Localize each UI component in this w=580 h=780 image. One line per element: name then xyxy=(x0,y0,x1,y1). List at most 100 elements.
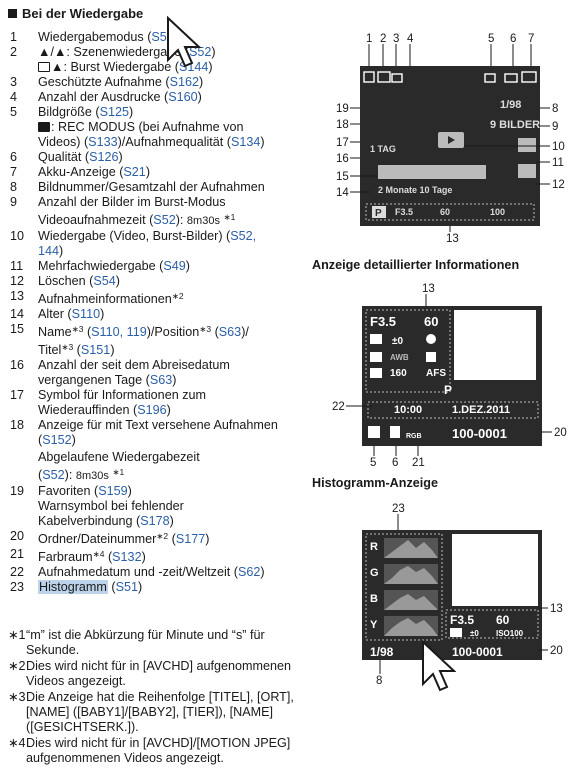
footnote: ∗1“m” ist die Abkürzung für Minute und “… xyxy=(8,628,265,657)
svg-text:160: 160 xyxy=(390,368,407,379)
page-ref-link[interactable]: S196 xyxy=(137,403,167,417)
page-ref-link[interactable]: S125 xyxy=(99,105,130,119)
square-bullet-icon xyxy=(8,9,17,18)
svg-text:13: 13 xyxy=(446,233,459,245)
page-ref-link[interactable]: S134 xyxy=(231,135,261,149)
svg-text:5: 5 xyxy=(370,457,376,469)
page-ref-link[interactable]: S54 xyxy=(93,274,116,288)
histogram-channel-labels: R G B Y xyxy=(370,541,379,631)
selected-text-highlight[interactable]: Histogramm xyxy=(38,580,108,594)
thumbnail-preview xyxy=(454,310,536,380)
page-ref-link[interactable]: S110 xyxy=(71,307,101,321)
page-ref-link[interactable]: S62 xyxy=(237,565,261,579)
list-item: 10 Wiedergabe (Video, Burst-Bilder) (S52… xyxy=(10,229,257,258)
svg-text:23: 23 xyxy=(392,503,405,515)
svg-text:10:00: 10:00 xyxy=(394,404,422,416)
title-bar xyxy=(378,165,486,179)
svg-text:2 Monate 10 Tage: 2 Monate 10 Tage xyxy=(378,185,452,195)
svg-text:2: 2 xyxy=(380,33,386,45)
svg-text:60: 60 xyxy=(424,314,438,329)
svg-text:100-0001: 100-0001 xyxy=(452,426,507,441)
page-ref-link[interactable]: S51 xyxy=(115,580,139,594)
page-ref-link[interactable]: S178 xyxy=(140,514,170,528)
list-item: 18 Anzeige für mit Text versehene Aufnah… xyxy=(10,418,278,482)
svg-text:18: 18 xyxy=(336,119,349,131)
svg-text:100: 100 xyxy=(490,207,505,217)
page-ref-link[interactable]: S152 xyxy=(42,433,72,447)
svg-text:10: 10 xyxy=(552,141,565,153)
page-ref-link[interactable]: S21 xyxy=(123,165,146,179)
svg-text:ISO100: ISO100 xyxy=(496,629,524,638)
page-ref-link[interactable]: S52, xyxy=(230,229,257,243)
page-ref-link[interactable]: S52 xyxy=(188,45,212,59)
histogram-thumbnail xyxy=(452,534,538,606)
svg-text:11: 11 xyxy=(552,157,564,169)
burst-icon xyxy=(38,62,50,72)
svg-text:9 BILDER: 9 BILDER xyxy=(490,119,540,131)
svg-text:17: 17 xyxy=(336,137,349,149)
svg-text:P: P xyxy=(375,208,382,219)
callout-labels-left: 19 18 17 16 15 14 xyxy=(336,103,349,199)
svg-text:P: P xyxy=(444,383,452,397)
list-item: 19 Favoriten (S159) Warnsymbol bei fehle… xyxy=(10,484,184,528)
list-item: 16 Anzahl der seit dem Abreisedatum verg… xyxy=(10,358,230,387)
page-ref-link[interactable]: S52 xyxy=(153,213,176,227)
page-ref-link[interactable]: S126 xyxy=(89,150,119,164)
page-ref-link[interactable]: S49 xyxy=(163,259,186,273)
page-ref-link[interactable]: S159 xyxy=(98,484,128,498)
mouse-cursor-icon xyxy=(422,640,456,692)
histogram-heading: Histogramm-Anzeige xyxy=(312,476,438,490)
callout-labels-top: 1 2 3 4 5 6 7 xyxy=(366,33,534,45)
svg-text:20: 20 xyxy=(554,427,567,439)
page-ref-link[interactable]: S151 xyxy=(80,343,111,357)
svg-text:±0: ±0 xyxy=(470,629,479,638)
svg-text:1.DEZ.2011: 1.DEZ.2011 xyxy=(452,404,510,416)
svg-text:F3.5: F3.5 xyxy=(395,207,413,217)
callout-labels-bottom: 5 6 21 xyxy=(370,457,425,469)
svg-text:F3.5: F3.5 xyxy=(370,314,396,329)
list-item: 9 Anzahl der Bilder im Burst-Modus Video… xyxy=(10,195,236,227)
svg-text:4: 4 xyxy=(407,33,414,45)
svg-text:F3.5: F3.5 xyxy=(450,613,474,627)
list-item: 17 Symbol für Informationen zum Wiederau… xyxy=(10,388,206,417)
page-ref-link[interactable]: S160 xyxy=(168,90,198,104)
page-ref-link[interactable]: S52 xyxy=(42,468,65,482)
svg-text:AFS: AFS xyxy=(426,368,446,379)
svg-text:19: 19 xyxy=(336,103,349,115)
svg-text:±0: ±0 xyxy=(392,336,403,347)
list-item: 2 ▲/▲: Szenenwiedergabe (S52) ▲: Burst W… xyxy=(10,45,216,74)
svg-text:16: 16 xyxy=(336,153,349,165)
svg-text:7: 7 xyxy=(528,33,534,45)
svg-text:RGB: RGB xyxy=(406,433,422,440)
page-ref-link[interactable]: 144 xyxy=(38,244,60,258)
multi-playback-icon[interactable] xyxy=(518,138,536,152)
page-ref-link[interactable]: S177 xyxy=(175,532,206,546)
svg-text:3: 3 xyxy=(393,33,399,45)
page-ref-link[interactable]: S63 xyxy=(218,325,242,339)
histogram-diagram: 23 R G B Y F3.5 60 ±0 ISO100 1/98 100-00… xyxy=(362,503,563,687)
page-ref-link[interactable]: S162 xyxy=(169,75,200,89)
section-title: Bei der Wiedergabe xyxy=(8,6,143,21)
page-ref-link[interactable]: S132 xyxy=(112,550,142,564)
svg-text:12: 12 xyxy=(552,179,565,191)
delete-icon[interactable] xyxy=(518,164,536,178)
page-ref-link[interactable]: S110, 119 xyxy=(91,325,147,339)
play-icon xyxy=(448,136,455,144)
svg-text:8: 8 xyxy=(552,103,558,115)
svg-text:14: 14 xyxy=(336,187,349,199)
page-ref-link[interactable]: S133 xyxy=(88,135,118,149)
page-ref-link[interactable]: S63 xyxy=(149,373,173,387)
